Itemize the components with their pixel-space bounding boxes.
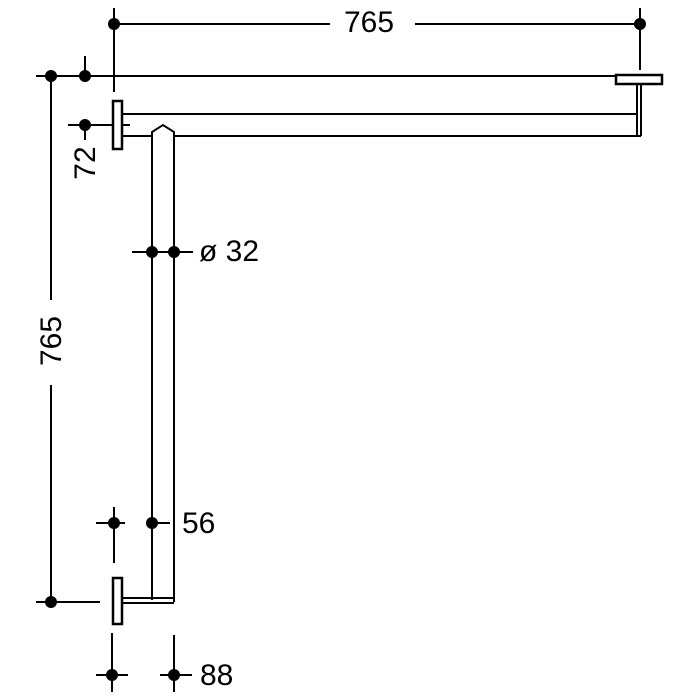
label-left-765: 765 [35, 315, 68, 367]
wall-flange-bottom [111, 576, 174, 626]
reference-line [36, 56, 615, 82]
dimension-left-765 [36, 76, 100, 608]
dimension-diameter-32 [132, 246, 193, 258]
label-56: 56 [182, 507, 216, 540]
label-diameter-32: ø 32 [199, 235, 260, 268]
wall-flange-top-left [111, 99, 124, 151]
dimension-88 [96, 633, 192, 692]
label-72: 72 [69, 146, 102, 180]
vertical-tube [151, 123, 175, 602]
dimension-top-765 [108, 8, 646, 92]
horizontal-tube [122, 113, 641, 137]
dimension-56 [96, 507, 170, 563]
label-top-765: 765 [344, 6, 395, 39]
label-88: 88 [200, 659, 234, 692]
wall-flange-top-right [614, 73, 664, 136]
